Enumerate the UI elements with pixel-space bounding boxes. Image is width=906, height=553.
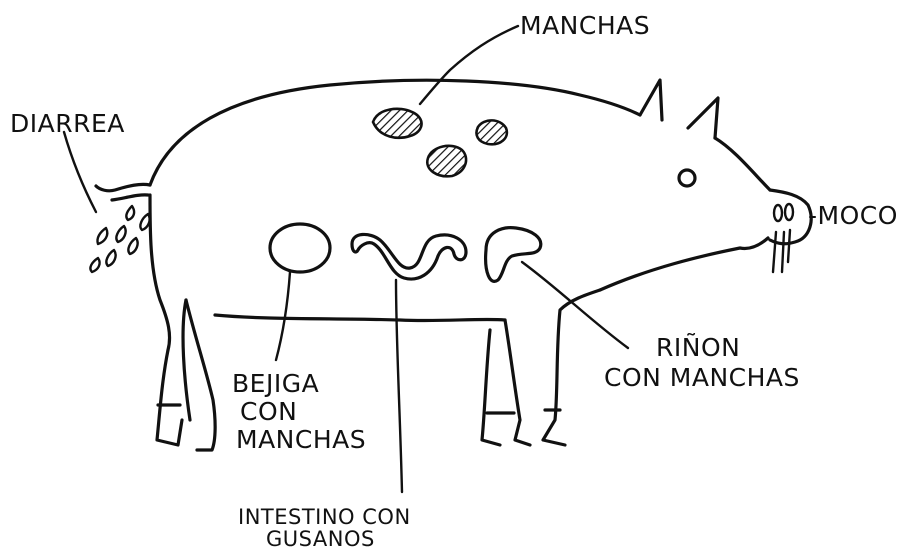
label-bejiga-line2: CON [240, 397, 297, 426]
label-bejiga-line1: BEJIGA [232, 369, 319, 398]
bladder-organ [268, 222, 332, 274]
leader-lines [62, 24, 630, 494]
organs [268, 222, 543, 283]
pig-legs [155, 288, 602, 452]
pig-head [598, 78, 813, 292]
label-rinon-line1: RIÑON [656, 332, 740, 362]
intestine-organ [350, 232, 468, 281]
diarrhea-drops [89, 204, 151, 274]
diarrea-leader [62, 130, 98, 214]
label-intestino-line2: GUSANOS [266, 527, 375, 548]
intestino-leader [394, 278, 404, 494]
label-intestino-line1: INTESTINO CON [238, 505, 411, 529]
label-moco: -MOCO [808, 201, 898, 230]
labels: DIARREA MANCHAS -MOCO RIÑON CON MANCHAS … [10, 11, 898, 551]
label-bejiga-line3: MANCHAS [236, 425, 366, 454]
rinon-leader [520, 260, 630, 350]
pig-body [94, 78, 642, 352]
manchas-leader [418, 24, 520, 106]
label-manchas: MANCHAS [520, 11, 650, 40]
skin-spots [371, 107, 509, 178]
label-rinon-line2: CON MANCHAS [604, 363, 800, 392]
kidney-organ [484, 226, 543, 283]
bejiga-leader [274, 270, 292, 362]
label-diarrea: DIARREA [10, 109, 125, 138]
